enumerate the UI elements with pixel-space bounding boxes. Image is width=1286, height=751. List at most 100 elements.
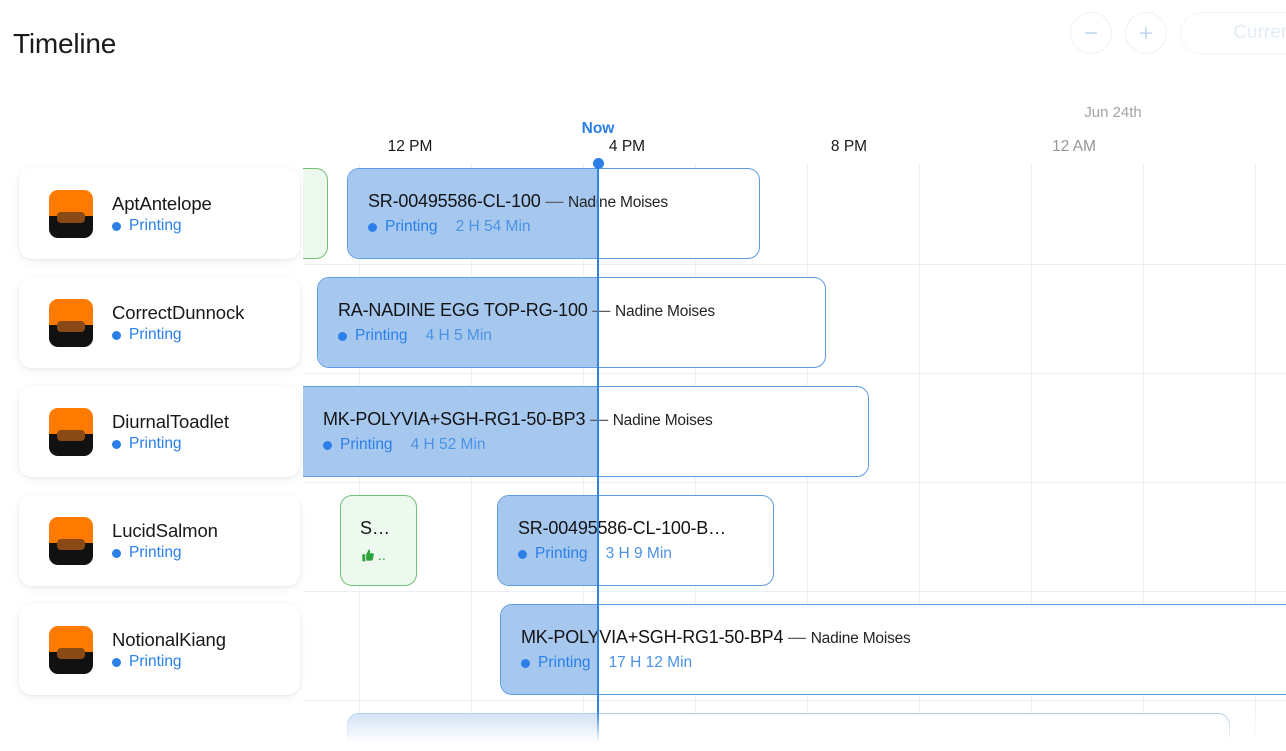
- status-dot-icon: [112, 548, 121, 558]
- lane-separator-5: [303, 700, 1286, 701]
- maintenance-sub: ..: [360, 547, 416, 563]
- printer-status: Printing: [112, 217, 212, 235]
- job-title: MK-POLYVIA+SGH-RG1-50-BP4: [521, 627, 784, 647]
- axis-tick-3: 12 AM: [1052, 138, 1096, 155]
- gridline-7: [1143, 164, 1144, 751]
- job-progress-fill: [498, 496, 599, 585]
- job-status-label: Printing: [538, 654, 591, 671]
- job-status-label: Printing: [385, 218, 438, 235]
- status-dot-icon: [323, 440, 332, 450]
- gridline-5: [919, 164, 920, 751]
- axis-tick-0: 12 PM: [387, 138, 433, 155]
- job-title-row: RA-NADINE EGG TOP-RG-100 — Nadine Moises: [338, 300, 825, 321]
- job-status-row: Printing 17 H 12 Min: [521, 654, 1286, 672]
- lane-separator-1: [303, 264, 1286, 265]
- current-button[interactable]: Current: [1180, 12, 1286, 54]
- printer-name: LucidSalmon: [112, 519, 218, 541]
- job-title-row: SR-00495586-CL-100 — Nadine Moises: [368, 191, 759, 212]
- status-dot-icon: [112, 439, 121, 449]
- status-dot-icon: [518, 549, 527, 559]
- status-dot-icon: [112, 657, 121, 667]
- plus-icon: [1140, 27, 1152, 39]
- now-label: Now: [581, 120, 615, 137]
- job-title-dash: —: [590, 409, 608, 429]
- zoom-in-button[interactable]: [1125, 12, 1167, 54]
- job-owner: Nadine Moises: [615, 303, 715, 320]
- header-controls: Current: [1070, 12, 1286, 54]
- lane-separator-4: [303, 591, 1286, 592]
- printer-name: DiurnalToadlet: [112, 410, 229, 432]
- job-title-row: SR-00495586-CL-100-B…: [518, 518, 773, 539]
- printer-icon: [49, 298, 93, 347]
- lane-separator-2: [303, 373, 1286, 374]
- zoom-out-button[interactable]: [1070, 12, 1112, 54]
- thumbs-up-icon: [362, 549, 374, 561]
- job-title-dash: —: [592, 300, 611, 320]
- maintenance-bar[interactable]: S…..: [340, 495, 417, 586]
- job-bar[interactable]: MK-POLYVIA+SGH-RG1-50-BP4 — Nadine Moise…: [500, 604, 1286, 695]
- job-status-label: Printing: [355, 327, 408, 344]
- header-bar: Timeline Current: [0, 0, 1286, 92]
- job-bar[interactable]: MK-POLYVIA+SGH-RG1-50-BP3 — Nadine Moise…: [303, 386, 869, 477]
- printer-name: NotionalKiang: [112, 628, 226, 650]
- job-progress-fill: [348, 714, 599, 751]
- job-owner: Nadine Moises: [567, 194, 668, 211]
- printer-icon: [49, 407, 93, 456]
- job-status-row: Printing 4 H 5 Min: [338, 327, 825, 345]
- job-title: SR-00495586-CL-100: [368, 191, 541, 211]
- gridline-6: [1031, 164, 1032, 751]
- now-dot-marker: [592, 157, 604, 169]
- status-dot-icon: [368, 222, 377, 232]
- job-progress-fill: [348, 169, 599, 258]
- job-title: RA-NADINE EGG TOP-RG-100: [338, 300, 588, 320]
- job-duration: 4 H 5 Min: [425, 327, 492, 344]
- job-progress-fill: [318, 278, 599, 367]
- job-title-row: MK-POLYVIA+SGH-RG1-50-BP3 — Nadine Moise…: [323, 409, 868, 430]
- printer-status-label: Printing: [129, 435, 182, 453]
- job-duration: 4 H 52 Min: [410, 436, 486, 453]
- job-bar[interactable]: [347, 713, 1230, 751]
- printer-name: AptAntelope: [112, 192, 212, 214]
- printer-name: CorrectDunnock: [112, 301, 245, 323]
- printer-status: Printing: [112, 653, 226, 671]
- job-duration: 2 H 54 Min: [455, 218, 531, 235]
- printer-status-label: Printing: [129, 326, 182, 344]
- job-status-label: Printing: [535, 545, 588, 562]
- printer-status: Printing: [112, 544, 218, 562]
- job-progress-fill: [303, 387, 598, 476]
- job-owner: Nadine Moises: [612, 412, 713, 429]
- printer-status-label: Printing: [129, 653, 182, 671]
- job-progress-fill: [501, 605, 599, 694]
- printer-status: Printing: [112, 326, 244, 344]
- maintenance-sub-text: ..: [378, 547, 386, 563]
- printer-icon: [49, 516, 93, 565]
- page-title: Timeline: [13, 28, 117, 59]
- status-dot-icon: [521, 658, 530, 668]
- axis-date-label: Jun 24th: [1084, 104, 1142, 121]
- printer-status-label: Printing: [129, 217, 182, 235]
- printer-icon: [49, 189, 93, 238]
- job-duration: 17 H 12 Min: [608, 654, 693, 671]
- job-bar[interactable]: RA-NADINE EGG TOP-RG-100 — Nadine Moises…: [317, 277, 826, 368]
- minus-icon: [1085, 32, 1097, 34]
- status-dot-icon: [112, 221, 121, 231]
- job-owner: Nadine Moises: [810, 630, 911, 647]
- job-title: MK-POLYVIA+SGH-RG1-50-BP3: [323, 409, 586, 429]
- maintenance-bar[interactable]: [303, 168, 328, 259]
- job-title-dash: —: [788, 627, 806, 647]
